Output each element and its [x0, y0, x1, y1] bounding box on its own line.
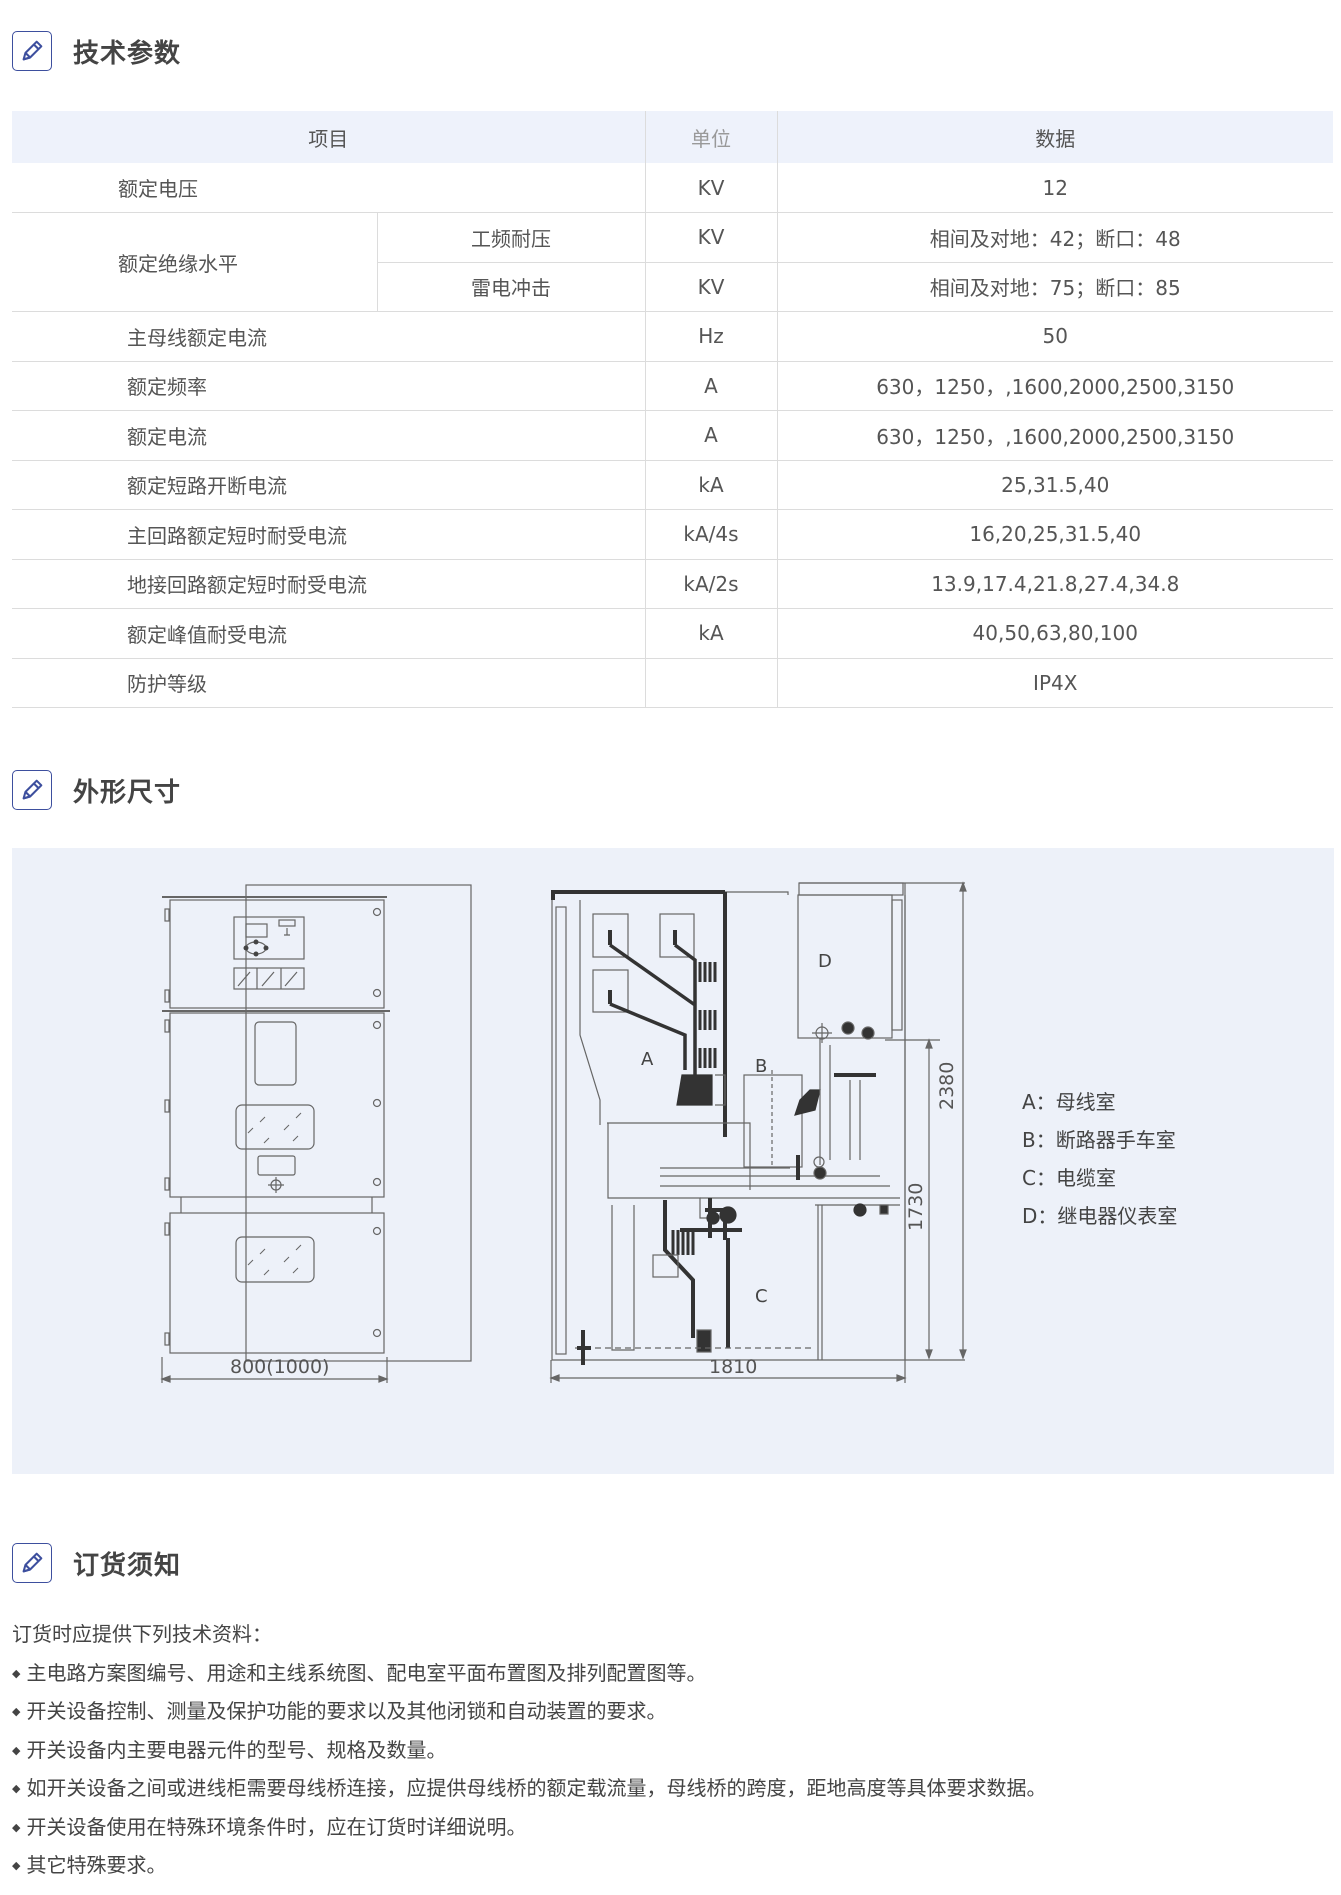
list-item: 如开关设备之间或进线柜需要母线桥连接，应提供母线桥的额定载流量，母线桥的跨度，距…	[12, 1772, 1046, 1811]
cell-unit	[644, 658, 777, 708]
table-row: 额定绝缘水平 工频耐压 KV 相间及对地：42；断口：48	[12, 212, 1333, 312]
cell-value: 25,31.5,40	[776, 460, 1333, 510]
list-item: 开关设备使用在特殊环境条件时，应在订货时详细说明。	[12, 1811, 1046, 1850]
table-row: 防护等级 IP4X	[12, 658, 1333, 708]
cell-item: 额定电压	[12, 163, 645, 213]
table-row: 额定电压 KV 12	[12, 163, 1333, 213]
legend-d: D：继电器仪表室	[1022, 1204, 1178, 1228]
section-title: 技术参数	[73, 38, 182, 69]
section-title: 订货须知	[73, 1550, 182, 1581]
list-item: 其它特殊要求。	[12, 1849, 1046, 1888]
legend-b: B：断路器手车室	[1022, 1128, 1176, 1152]
cell-item: 额定电流	[12, 410, 645, 461]
cell-item: 主回路额定短时耐受电流	[12, 509, 645, 560]
cell-value: 16,20,25,31.5,40	[776, 509, 1333, 560]
cell-item: 防护等级	[12, 658, 645, 708]
cell-item: 额定绝缘水平	[12, 212, 377, 312]
spec-table: 项目 单位 数据 额定电压 KV 12 额定绝缘水平 工频耐压 KV 相间及对地…	[12, 111, 1333, 708]
cell-value: 50	[776, 311, 1333, 362]
zone-label-a: A	[641, 1049, 654, 1070]
header-item: 项目	[12, 111, 645, 163]
section-header-dims: 外形尺寸	[12, 769, 181, 811]
zone-label-d: D	[818, 951, 832, 972]
cell-unit: kA	[644, 608, 777, 659]
list-item: 开关设备控制、测量及保护功能的要求以及其他闭锁和自动装置的要求。	[12, 1695, 1046, 1734]
list-item: 开关设备内主要电器元件的型号、规格及数量。	[12, 1734, 1046, 1773]
cell-unit: KV	[644, 163, 777, 213]
table-header: 项目 单位 数据	[12, 111, 1333, 163]
cell-value: 相间及对地：42；断口：48	[776, 212, 1333, 263]
cell-value: 13.9,17.4,21.8,27.4,34.8	[776, 559, 1333, 609]
cell-item: 额定峰值耐受电流	[12, 608, 645, 659]
cell-value: 630，1250，,1600,2000,2500,3150	[776, 410, 1333, 461]
pencil-icon	[12, 1543, 52, 1583]
cell-subitem: 工频耐压	[376, 212, 645, 263]
cell-item: 额定短路开断电流	[12, 460, 645, 510]
legend-c: C：电缆室	[1022, 1166, 1116, 1190]
header-value: 数据	[776, 111, 1333, 163]
cell-value: IP4X	[776, 658, 1333, 708]
cell-unit: kA	[644, 460, 777, 510]
side-view	[549, 881, 967, 1383]
section-header-order: 订货须知	[12, 1542, 181, 1584]
legend-a: A：母线室	[1022, 1090, 1116, 1114]
cell-unit: Hz	[644, 311, 777, 362]
front-width-label: 800(1000)	[230, 1356, 330, 1378]
cell-unit: kA/4s	[644, 509, 777, 560]
cell-unit: KV	[644, 262, 777, 312]
side-depth-label: 1810	[709, 1356, 758, 1378]
cell-item: 主母线额定电流	[12, 311, 645, 362]
list-item: 主电路方案图编号、用途和主线系统图、配电室平面布置图及排列配置图等。	[12, 1657, 1046, 1696]
cell-value: 相间及对地：75；断口：85	[776, 262, 1333, 312]
cell-item: 地接回路额定短时耐受电流	[12, 559, 645, 609]
order-notes: 订货时应提供下列技术资料： 主电路方案图编号、用途和主线系统图、配电室平面布置图…	[12, 1618, 1046, 1888]
table-row: 雷电冲击 KV 相间及对地：75；断口：85	[12, 262, 1333, 312]
section-title: 外形尺寸	[73, 777, 182, 808]
cell-unit: A	[644, 361, 777, 411]
cell-unit: A	[644, 410, 777, 461]
section-header-tech: 技术参数	[12, 30, 181, 72]
front-view	[160, 884, 472, 1383]
order-intro: 订货时应提供下列技术资料：	[12, 1622, 272, 1646]
cell-value: 12	[776, 163, 1333, 213]
pencil-icon	[12, 31, 52, 71]
cell-item: 额定频率	[12, 361, 645, 411]
cell-value: 40,50,63,80,100	[776, 608, 1333, 659]
switchgear-drawing	[160, 881, 967, 1383]
zone-label-c: C	[755, 1286, 768, 1307]
cell-subitem: 雷电冲击	[376, 262, 645, 312]
header-unit: 单位	[644, 111, 777, 163]
cell-unit: kA/2s	[644, 559, 777, 609]
cell-value: 630，1250，,1600,2000,2500,3150	[776, 361, 1333, 411]
dimension-diagram: 800(1000) 1810 2380 1730 A B C D	[12, 848, 1334, 1474]
cell-unit: KV	[644, 212, 777, 263]
height-total-label: 2380	[936, 1061, 958, 1110]
pencil-icon	[12, 770, 52, 810]
zone-label-b: B	[755, 1056, 768, 1077]
height-lower-label: 1730	[905, 1182, 927, 1231]
